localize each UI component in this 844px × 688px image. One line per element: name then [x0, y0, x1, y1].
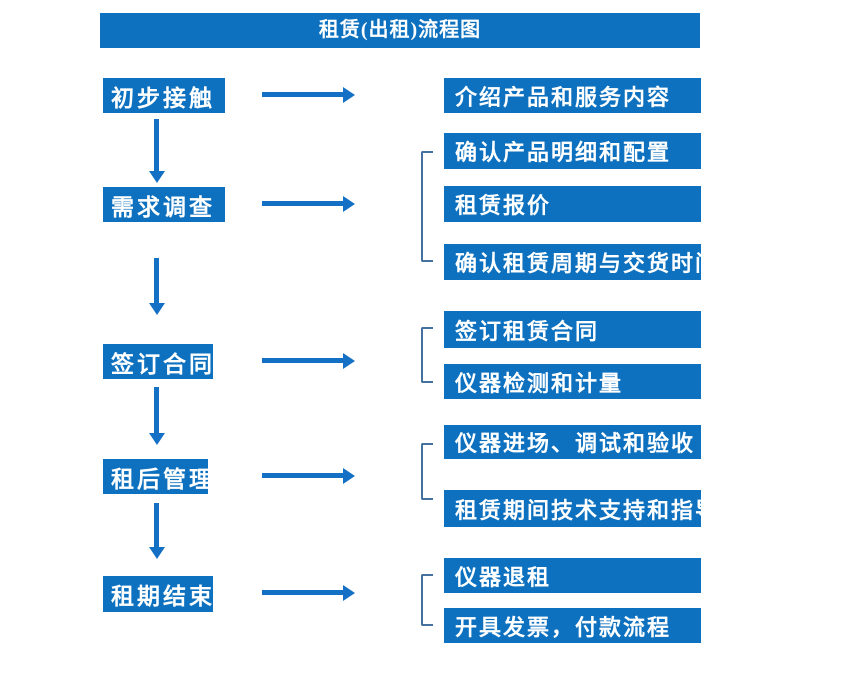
arrow-shaft	[154, 503, 159, 547]
bracket-group-sign-contract	[421, 327, 433, 383]
arrow-shaft	[154, 387, 159, 433]
output-box-instrument-return: 仪器退租	[444, 558, 701, 593]
arrow-shaft	[262, 92, 343, 97]
arrow-right-icon-5	[262, 585, 355, 601]
output-box-sign-rental-contract: 签订租赁合同	[444, 311, 701, 348]
arrow-shaft	[262, 358, 343, 363]
step-box-post-rental-mgmt: 租后管理	[103, 459, 208, 494]
arrow-shaft	[262, 201, 343, 206]
arrow-shaft	[262, 473, 343, 478]
arrow-head	[343, 196, 355, 212]
arrow-head	[343, 353, 355, 369]
arrow-right-icon-3	[262, 353, 355, 369]
arrow-head	[149, 433, 165, 445]
output-box-tech-support: 租赁期间技术支持和指导	[444, 490, 701, 527]
bracket-group-lease-end	[421, 574, 433, 626]
bracket-group-demand-survey	[421, 151, 433, 262]
arrow-head	[149, 171, 165, 183]
arrow-down-icon-2	[149, 258, 165, 315]
arrow-right-icon-4	[262, 468, 355, 484]
step-box-initial-contact: 初步接触	[103, 78, 225, 113]
step-box-lease-end: 租期结束	[103, 576, 213, 612]
arrow-down-icon-4	[149, 503, 165, 559]
output-box-rental-quote: 租赁报价	[444, 186, 701, 222]
arrow-down-icon-3	[149, 387, 165, 445]
arrow-down-icon-1	[149, 119, 165, 183]
step-box-sign-contract: 签订合同	[103, 344, 213, 379]
step-box-demand-survey: 需求调查	[103, 187, 225, 222]
output-box-introduce-products: 介绍产品和服务内容	[444, 78, 701, 113]
output-box-instrument-entry: 仪器进场、调试和验收	[444, 425, 701, 459]
arrow-right-icon-1	[262, 87, 355, 103]
output-box-invoice-payment: 开具发票，付款流程	[444, 608, 701, 643]
arrow-shaft	[154, 258, 159, 303]
arrow-head	[343, 585, 355, 601]
arrow-head	[343, 87, 355, 103]
arrow-right-icon-2	[262, 196, 355, 212]
output-box-confirm-details: 确认产品明细和配置	[444, 133, 701, 169]
output-box-confirm-period: 确认租赁周期与交货时间	[444, 244, 701, 280]
arrow-shaft	[154, 119, 159, 171]
arrow-head	[149, 547, 165, 559]
flowchart-title: 租赁(出租)流程图	[100, 13, 700, 48]
arrow-head	[149, 303, 165, 315]
output-box-instrument-testing: 仪器检测和计量	[444, 364, 701, 399]
bracket-group-post-rental-mgmt	[421, 443, 433, 500]
arrow-shaft	[262, 590, 343, 595]
arrow-head	[343, 468, 355, 484]
